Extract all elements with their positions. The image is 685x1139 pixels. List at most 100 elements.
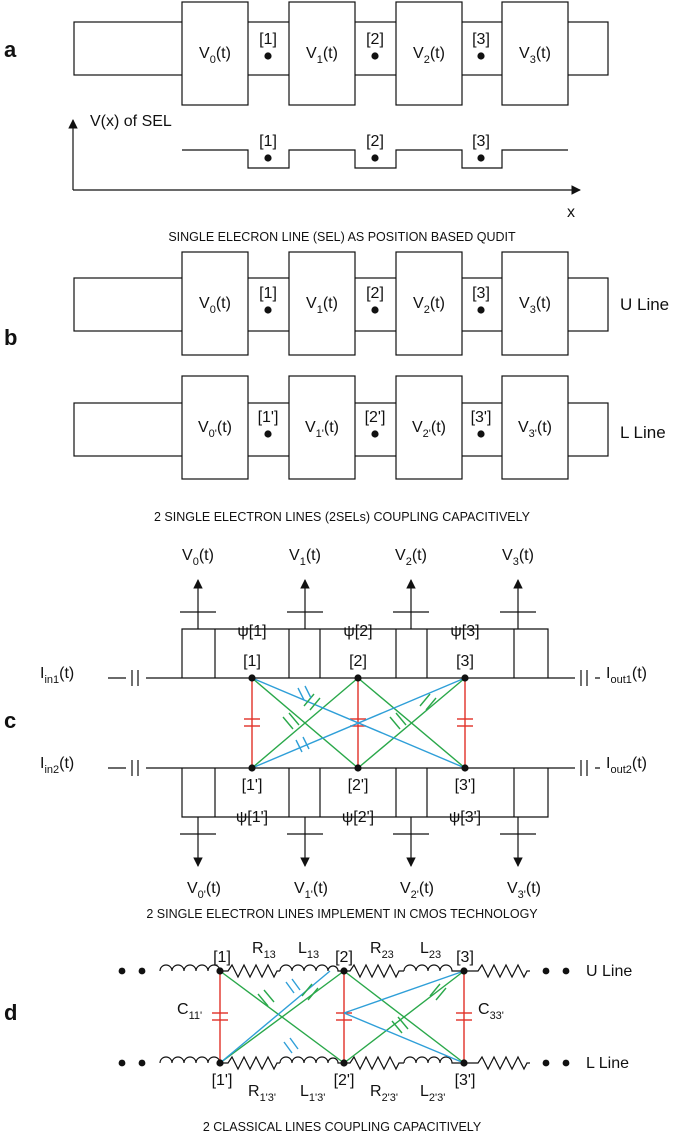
top-psi: ψ[1]	[237, 623, 266, 640]
electron-dot	[477, 52, 485, 60]
gate-voltage-3: V3(t)	[519, 45, 551, 66]
panel-c: V0(t) V1(t) V2(t) V3(t) ψ[1] ψ[2] ψ[3] […	[40, 547, 647, 921]
bottom-psi: ψ[1']	[236, 809, 268, 826]
potential-dot-label: [3]	[472, 133, 490, 150]
top-element-label: L13	[298, 940, 319, 961]
capacitor-label: C11'	[177, 1001, 202, 1022]
sel-strip-a	[73, 1, 609, 106]
l-line-strip	[73, 375, 609, 480]
ellipsis-dot	[562, 967, 570, 975]
electron-dot	[371, 52, 379, 60]
top-node-label: [3]	[456, 653, 474, 670]
bottom-element-label: L1'3'	[300, 1083, 325, 1104]
top-element-label: R23	[370, 940, 394, 961]
input-current-2: Iin2(t)	[40, 755, 74, 776]
bottom-psi: ψ[2']	[342, 809, 374, 826]
top-psi: ψ[2]	[343, 623, 372, 640]
potential-dot	[264, 154, 272, 162]
bottom-node-label: [2']	[348, 777, 369, 794]
top-voltage-3: V3(t)	[502, 547, 534, 568]
bottom-element-label: R1'3'	[248, 1083, 276, 1104]
bottom-inductor-1p3p	[279, 1056, 344, 1064]
ellipsis-dot	[138, 1059, 146, 1067]
panel-b: V0(t) V1(t) V2(t) V3(t) [1] [2] [3] U Li…	[73, 251, 669, 524]
ellipsis-dot	[562, 1059, 570, 1067]
l-line-label: L Line	[620, 423, 666, 442]
dot-label: [3]	[472, 31, 490, 48]
u-dot-label: [3]	[472, 285, 490, 302]
u-line-label-d: U Line	[586, 963, 632, 980]
top-resistor-23	[344, 963, 404, 979]
ellipsis-dot	[118, 967, 126, 975]
dot-label: [2]	[366, 31, 384, 48]
output-current-2: Iout2(t)	[606, 755, 647, 776]
u-gate-voltage-1: V1(t)	[306, 295, 338, 316]
top-node-label-d: [3]	[456, 949, 474, 966]
output-current-1: Iout1(t)	[606, 665, 647, 686]
panel-label-d: d	[4, 1000, 17, 1025]
dot-label: [1]	[259, 31, 277, 48]
bottom-resistor-out	[464, 1055, 530, 1071]
top-node-label-d: [1]	[213, 949, 231, 966]
top-voltage-1: V1(t)	[289, 547, 321, 568]
caption-a: SINGLE ELECRON LINE (SEL) AS POSITION BA…	[168, 230, 516, 244]
u-dot-label: [1]	[259, 285, 277, 302]
top-psi: ψ[3]	[450, 623, 479, 640]
potential-axis-label: V(x) of SEL	[90, 113, 172, 130]
gate-voltage-0: V0(t)	[199, 45, 231, 66]
ellipsis-dot	[138, 967, 146, 975]
gate-voltage-1: V1(t)	[306, 45, 338, 66]
top-resistor-out	[464, 963, 530, 979]
u-line-label: U Line	[620, 295, 669, 314]
panel-label-b: b	[4, 325, 17, 350]
u-gate-voltage-0: V0(t)	[199, 295, 231, 316]
bottom-psi: ψ[3']	[449, 809, 481, 826]
bottom-voltage-2: V2'(t)	[400, 880, 434, 901]
electron-dot	[477, 306, 485, 314]
potential-profile	[182, 149, 568, 169]
l-dot-label: [3']	[471, 409, 492, 426]
l-dot-label: [1']	[258, 409, 279, 426]
bottom-resistor-2p3p	[344, 1055, 404, 1071]
gate-voltage-2: V2(t)	[413, 45, 445, 66]
l-gate-voltage-0: V0'(t)	[198, 419, 232, 440]
bottom-node-label-d: [3']	[455, 1072, 476, 1089]
panel-label-c: c	[4, 708, 16, 733]
bottom-voltage-1: V1'(t)	[294, 880, 328, 901]
gate-box	[288, 1, 356, 106]
panel-d: [1] [2] [3] [1'] [2'] [3'] R13 L13 R23 L…	[118, 940, 632, 1134]
ellipsis-dot	[118, 1059, 126, 1067]
panel-label-a: a	[4, 37, 17, 62]
top-resistor-13	[220, 963, 280, 979]
gate-box	[181, 1, 249, 106]
coupling-network-d	[212, 967, 472, 1067]
coupling-network-c	[244, 674, 473, 772]
bottom-voltage-0: V0'(t)	[187, 880, 221, 901]
capacitor-label: C33'	[478, 1001, 504, 1022]
top-voltage-2: V2(t)	[395, 547, 427, 568]
top-node-label: [1]	[243, 653, 261, 670]
u-gate-voltage-3: V3(t)	[519, 295, 551, 316]
ellipsis-dot	[542, 967, 550, 975]
potential-dot	[477, 154, 485, 162]
electron-dot	[264, 430, 272, 438]
electron-dot	[371, 430, 379, 438]
bottom-inductor-2p3p	[403, 1056, 464, 1064]
electron-dot	[264, 306, 272, 314]
x-axis-label: x	[567, 204, 575, 221]
electron-dot	[264, 52, 272, 60]
top-inductor-23	[403, 964, 464, 972]
top-element-label: L23	[420, 940, 441, 961]
panel-a: V0(t) V1(t) V2(t) V3(t) [1] [2] [3] V(x)…	[68, 1, 609, 244]
bottom-node-label: [1']	[242, 777, 263, 794]
caption-c: 2 SINGLE ELECTRON LINES IMPLEMENT IN CMO…	[146, 907, 538, 921]
l-gate-voltage-2: V2'(t)	[412, 419, 446, 440]
l-line-label-d: L Line	[586, 1055, 629, 1072]
bottom-node-label-d: [1']	[212, 1072, 233, 1089]
ellipsis-dot	[542, 1059, 550, 1067]
input-current-1: Iin1(t)	[40, 665, 74, 686]
electron-dot	[477, 430, 485, 438]
bottom-node-label-d: [2']	[334, 1072, 355, 1089]
potential-dot	[371, 154, 379, 162]
